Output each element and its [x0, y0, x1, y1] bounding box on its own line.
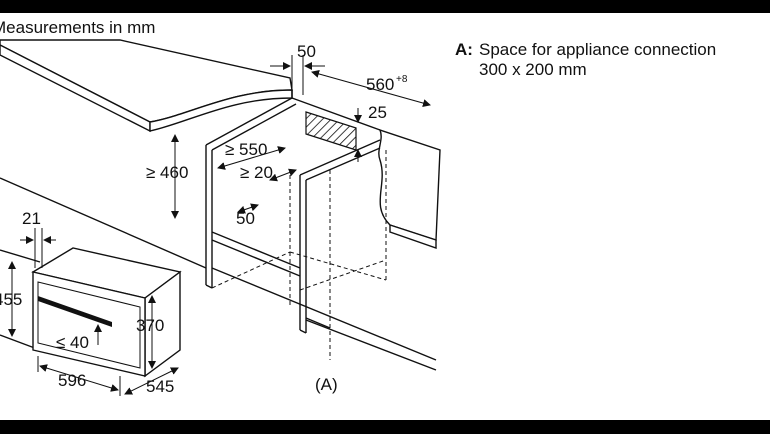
dim-inner-height: 370 [136, 316, 164, 335]
connection-space [305, 111, 357, 151]
legend: A: Space for appliance connection 300 x 2… [455, 40, 716, 80]
dim-oven-depth: 545 [146, 377, 174, 396]
worktop-right [378, 128, 441, 249]
legend-line-1: A: Space for appliance connection [455, 40, 716, 60]
dim-min-gap: ≥ 20 [240, 163, 273, 182]
dim-min-depth: ≥ 550 [225, 140, 267, 159]
dim-front-offset: 21 [22, 209, 41, 228]
cabinet-niche [0, 90, 437, 371]
dim-cabinet-depth-sup: +8 [396, 74, 408, 85]
dim-cabinet-depth: 560 +8 [366, 74, 408, 94]
connection-marker: (A) [315, 375, 338, 394]
legend-text-2: 300 x 200 mm [479, 60, 587, 79]
hidden-lines [211, 150, 387, 360]
top-letterbox [0, 0, 770, 13]
dimension-lines [8, 55, 431, 396]
dim-gap-top: 50 [297, 42, 316, 61]
dim-oven-width: 596 [58, 371, 86, 390]
dim-recess-depth: 25 [368, 103, 387, 122]
legend-text-1: Space for appliance connection [479, 40, 717, 59]
diagram-title: Measurements in mm [0, 18, 155, 37]
dim-oven-height: 455 [0, 290, 22, 309]
dim-handle: ≤ 40 [56, 333, 89, 352]
oven [31, 247, 182, 378]
installation-diagram: Measurements in mm [0, 13, 770, 420]
dim-bottom-gap: 50 [236, 209, 255, 228]
worktop-left [0, 39, 293, 133]
legend-key: A: [455, 40, 473, 59]
dim-cabinet-depth-value: 560 [366, 75, 394, 94]
bottom-letterbox [0, 420, 770, 434]
diagram-svg: Measurements in mm [0, 18, 441, 396]
dim-min-height: ≥ 460 [146, 163, 188, 182]
